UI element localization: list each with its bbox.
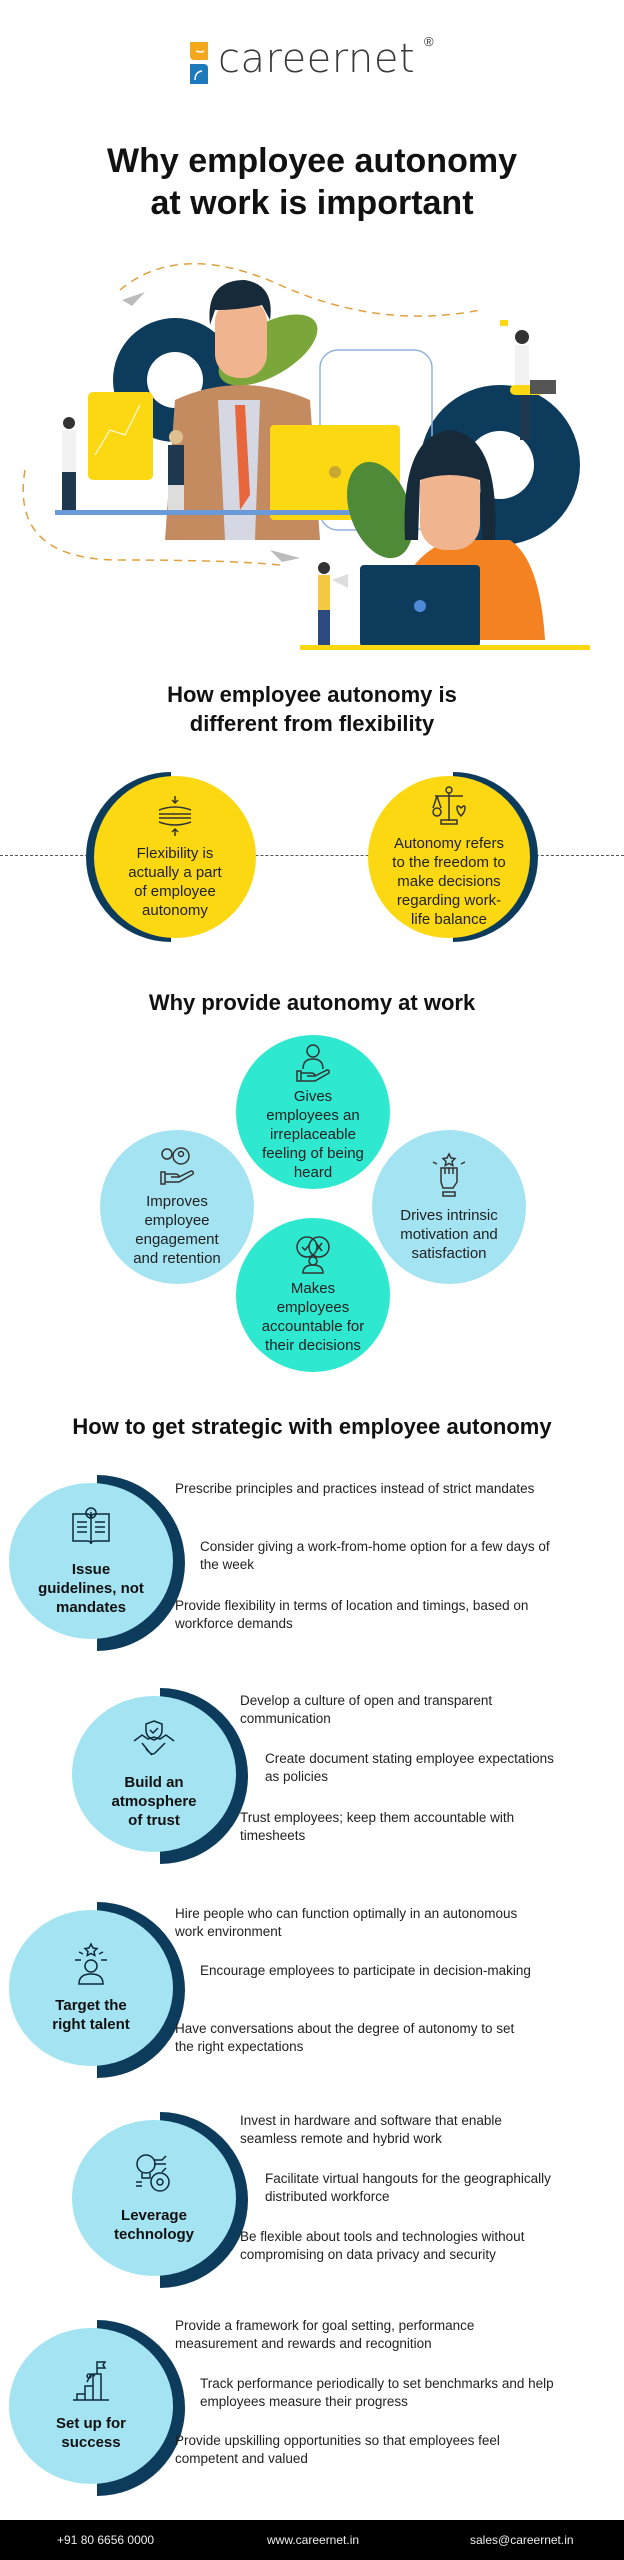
text-line: their decisions <box>265 1337 361 1354</box>
strategy-point: Invest in hardware and software that ena… <box>240 2113 502 2146</box>
balance-scale-icon <box>432 785 466 825</box>
footer-website[interactable]: www.careernet.in <box>267 2533 360 2547</box>
footer-phone[interactable]: +91 80 6656 0000 <box>57 2533 155 2547</box>
strategy-point: Provide upskilling opportunities so that… <box>175 2433 500 2466</box>
info-book-icon <box>72 1506 110 1544</box>
strategy-point: Provide a framework for goal setting, pe… <box>175 2318 475 2351</box>
strategy-label-line: success <box>61 2434 121 2451</box>
title-line: Why employee autonomy <box>107 142 517 180</box>
strategy-point: Facilitate virtual hangouts for the geog… <box>265 2171 551 2204</box>
strategy-label-line: Build an <box>124 1773 184 1791</box>
strategy-label-line: atmosphere <box>111 1792 197 1810</box>
strategy-point: Develop a culture of open and transparen… <box>240 1693 493 1726</box>
strategy-point: Consider giving a work-from-home option … <box>200 1539 550 1572</box>
text-line: to the freedom to <box>392 853 506 871</box>
difference-heading: How employee autonomy is different from … <box>0 680 624 738</box>
hand-gears-icon <box>160 1147 194 1185</box>
strategy-label-line: Target the <box>55 1997 127 2014</box>
strategy-point: Prescribe principles and practices inste… <box>175 1481 535 1496</box>
text-line: feeling of being <box>262 1144 364 1162</box>
text-line: Makes <box>290 1280 336 1297</box>
footer: +91 80 6656 0000 www.careernet.in sales@… <box>0 2520 624 2560</box>
paper-plane-icon <box>122 292 145 306</box>
brand-name: careernet <box>218 36 416 82</box>
hand-person-icon <box>296 1043 330 1082</box>
registered-mark: ® <box>424 34 434 49</box>
text-line: motivation and <box>400 1225 498 1243</box>
text-line: irreplaceable <box>270 1125 356 1143</box>
text-line: regarding work- <box>396 891 502 909</box>
difference-card-autonomy: Autonomy refers to the freedom to make d… <box>368 776 530 938</box>
strategy-card: Target the right talent <box>9 1910 173 2066</box>
strategy-point: Be flexible about tools and technologies… <box>240 2229 525 2262</box>
text-line: Autonomy refers <box>393 834 505 852</box>
strategy-point: Encourage employees to participate in de… <box>200 1963 531 1978</box>
text-line: Gives <box>293 1087 333 1105</box>
strategy-label-line: mandates <box>55 1598 127 1616</box>
text-line: accountable for <box>261 1318 365 1335</box>
bulb-gear-icon <box>136 2154 170 2192</box>
megaphone-icon <box>332 574 348 588</box>
raised-fist-star-icon <box>432 1151 466 1197</box>
person-figure <box>62 417 184 510</box>
strategy-label-line: Set up for <box>56 2415 126 2432</box>
text-line: employees <box>276 1299 350 1316</box>
strategy-point: Provide flexibility in terms of location… <box>175 1598 529 1631</box>
text-line: Drives intrinsic <box>400 1206 498 1224</box>
text-line: and retention <box>133 1250 221 1267</box>
why-card-motivation: Drives intrinsic motivation and satisfac… <box>372 1130 526 1284</box>
climb-flag-icon <box>73 2361 109 2401</box>
strategy-card: Set up for success <box>9 2328 173 2484</box>
text-line: heard <box>293 1163 333 1181</box>
why-card-accountable: Makes employees accountable for their de… <box>236 1218 390 1372</box>
strategy-label-line: technology <box>113 2226 194 2243</box>
strategy-label-line: right talent <box>52 2016 130 2033</box>
strategy-label-line: Issue <box>71 1560 111 1578</box>
brand-logo: careernet ® <box>186 34 446 88</box>
strategy-point: Create document stating employee expecta… <box>265 1751 554 1784</box>
text-line: actually a part <box>128 864 222 881</box>
text-line: make decisions <box>397 872 501 890</box>
heading-line: How employee autonomy is <box>167 682 457 707</box>
strategic-heading: How to get strategic with employee auton… <box>72 1414 552 1439</box>
footer-email[interactable]: sales@careernet.in <box>470 2533 574 2547</box>
title-line: at work is important <box>150 184 474 222</box>
strategy-label-line: Leverage <box>121 2207 187 2224</box>
difference-card-flexibility: Flexibility is actually a part of employ… <box>94 776 256 938</box>
text-line: engagement <box>135 1231 219 1248</box>
text-line: satisfaction <box>411 1244 487 1262</box>
text-line: of employee <box>134 883 216 900</box>
handshake-shield-icon <box>133 1719 175 1756</box>
text-line: life balance <box>411 910 487 928</box>
compress-icon <box>158 796 192 836</box>
strategy-card: Leverage technology <box>72 2120 236 2276</box>
strategy-point: Trust employees; keep them accountable w… <box>240 1810 515 1843</box>
heading-line: different from flexibility <box>189 711 435 736</box>
why-card-engagement: Improves employee engagement and retenti… <box>100 1130 254 1284</box>
hero-illustration <box>22 263 590 650</box>
strategy-point: Track performance periodically to set be… <box>200 2376 554 2409</box>
text-line: Improves <box>146 1193 208 1210</box>
why-card-heard: Gives employees an irreplaceable feeling… <box>236 1035 390 1189</box>
strategy-label-line: guidelines, not <box>38 1579 144 1597</box>
why-heading: Why provide autonomy at work <box>148 990 476 1015</box>
dashed-divider <box>0 855 624 856</box>
person-decision-icon <box>296 1236 330 1274</box>
careernet-logo-icon <box>190 42 208 84</box>
text-line: Flexibility is <box>136 845 214 862</box>
text-line: employees an <box>266 1106 360 1124</box>
text-line: autonomy <box>142 902 208 919</box>
strategy-point: Have conversations about the degree of a… <box>175 2021 515 2054</box>
text-line: employee <box>144 1212 210 1229</box>
page-title: Why employee autonomy at work is importa… <box>0 140 624 224</box>
strategy-point: Hire people who can function optimally i… <box>175 1906 518 1939</box>
person-star-icon <box>75 1942 107 1985</box>
strategy-label-line: of trust <box>128 1811 180 1829</box>
